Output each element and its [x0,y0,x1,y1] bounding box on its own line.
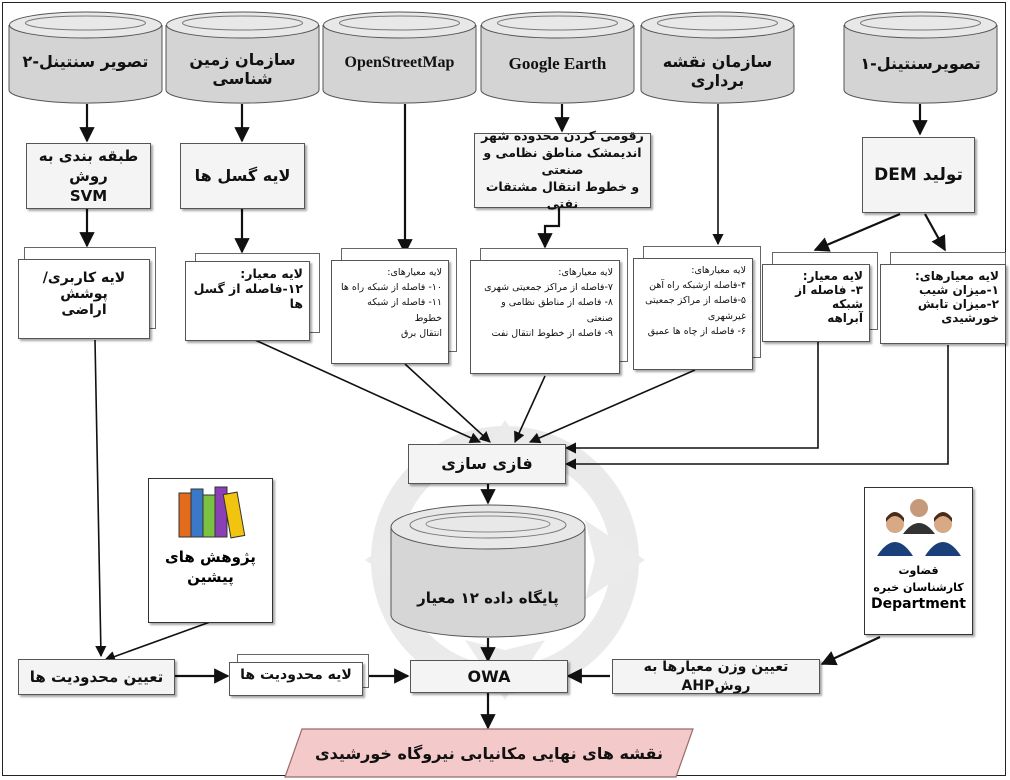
experts-box: قضاوت کارشناسان خبره Department [864,487,973,635]
database-cylinder: پایگاه داده ۱۲ معیار [390,503,586,639]
constraints-box: تعیین محدودیت ها [18,659,175,695]
database-label: پایگاه داده ۱۲ معیار [417,589,559,607]
faults-criteria-stack: لایه معیار: ۱۲-فاصله از گسل ها [185,253,322,343]
fuzzy-box: فازی سازی [408,444,566,484]
experts-icon [876,499,961,556]
faults-layer-box: لایه گسل ها [180,143,305,209]
source-mapping-org-cylinder: سازمان نقشه برداری [640,10,795,105]
rail-criteria-text: لایه معیارهای: ۴-فاصله ازشبکه راه آهن ۵-… [633,258,753,370]
landuse-layer-text: لایه کاربری/پوشش اراضی [18,259,150,339]
previous-research-label: پژوهش های پیشین [165,548,256,587]
roads-criteria-text: لایه معیارهای: ۱۰- فاصله از شبکه راه ها … [331,260,449,364]
dem-box: تولید DEM [862,137,975,213]
owa-box: OWA [410,660,568,693]
urban-criteria-stack: لایه معیارهای: ۷-فاصله از مراکز جمعیتی ش… [470,248,630,376]
constraints-layer-text: لایه محدودیت ها [229,662,363,696]
source-osm-label: OpenStreetMap [344,54,455,71]
source-osm-cylinder: OpenStreetMap [322,10,477,105]
faults-criteria-text: لایه معیار: ۱۲-فاصله از گسل ها [185,261,310,341]
source-google-earth-label: Google Earth [508,54,607,73]
source-google-earth-cylinder: Google Earth [480,10,635,105]
water-criteria-text: لایه معیار: ۳- فاصله از شبکه آبراهه [762,264,870,342]
source-geology-cylinder: سازمان زمین شناسی [165,10,320,105]
svm-classification-box: طبقه بندی به روش SVM [26,143,151,209]
final-map-label: نقشه های نهایی مکانیابی نیروگاه خورشیدی [315,743,663,763]
source-sentinel1-label: تصویرسنتینل-۱ [860,54,981,73]
source-sentinel1-cylinder: تصویرسنتینل-۱ [843,10,998,105]
ahp-box: تعیین وزن معیارها به روشAHP [612,659,820,694]
constraints-layer-stack: لایه محدودیت ها [229,654,371,698]
source-sentinel2-label: تصویر سنتینل-۲ [22,52,149,71]
source-mapping-org-label: سازمان نقشه برداری [662,52,773,90]
roads-criteria-stack: لایه معیارهای: ۱۰- فاصله از شبکه راه ها … [331,248,459,366]
books-icon [178,486,245,539]
experts-judges: قضاوت [898,564,939,577]
source-sentinel2-cylinder: تصویر سنتینل-۲ [8,10,163,105]
water-criteria-stack: لایه معیار: ۳- فاصله از شبکه آبراهه [762,252,880,344]
rail-criteria-stack: لایه معیارهای: ۴-فاصله ازشبکه راه آهن ۵-… [633,246,763,372]
slope-criteria-text: لایه معیارهای: ۱-میزان شیب ۲-میزان تابش … [880,264,1006,344]
experts-title: کارشناسان خبره [873,581,964,594]
digitize-box: رقومی کردن محدوده شهر اندیمشک مناطق نظام… [474,128,651,211]
experts-department: Department [871,596,966,612]
urban-criteria-text: لایه معیارهای: ۷-فاصله از مراکز جمعیتی ش… [470,260,620,374]
final-map-shape [284,728,694,778]
previous-research-box: پژوهش های پیشین [148,478,273,623]
landuse-layer-stack: لایه کاربری/پوشش اراضی [18,247,158,342]
slope-criteria-stack: لایه معیارهای: ۱-میزان شیب ۲-میزان تابش … [880,252,1006,346]
source-geology-label: سازمان زمین شناسی [189,50,296,88]
